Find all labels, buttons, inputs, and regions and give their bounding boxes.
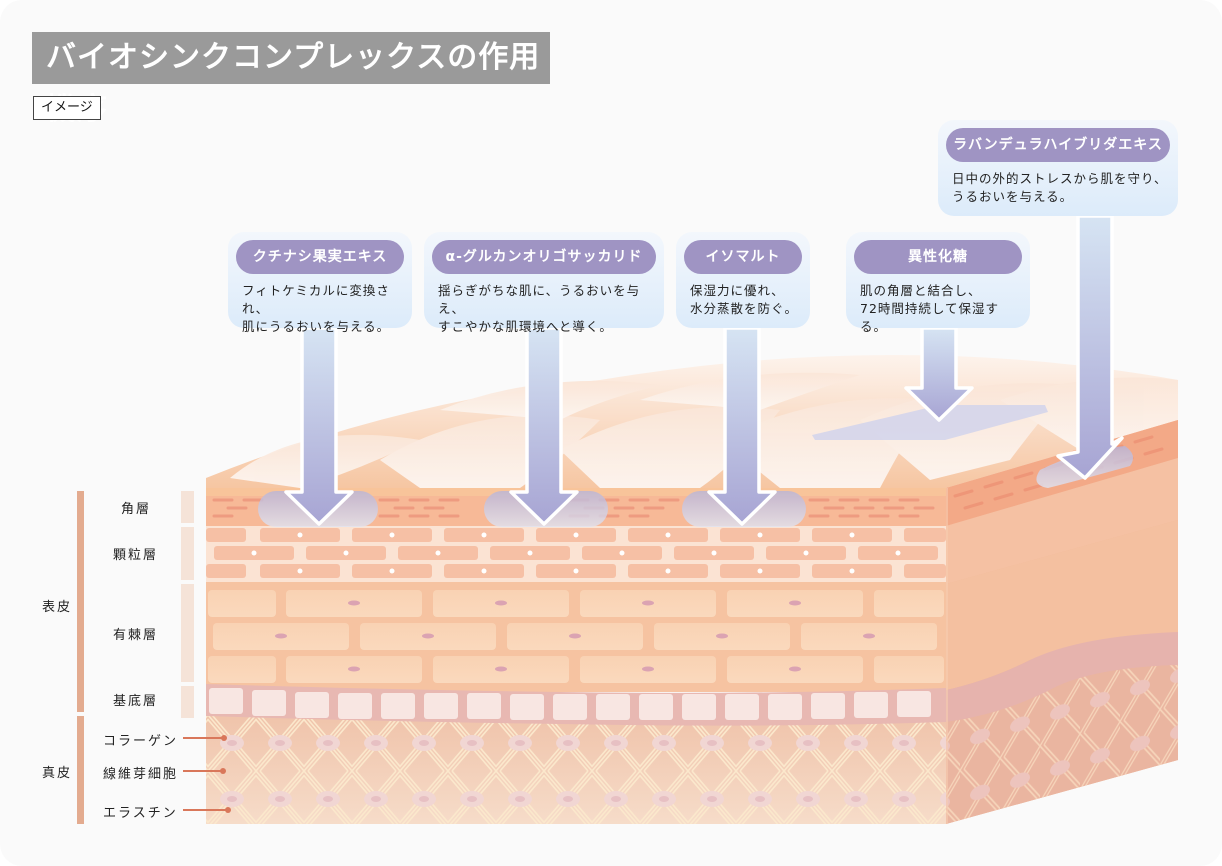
ingredient-callout: ラバンデュラハイブリダエキス 日中の外的ストレスから肌を守り、 うるおいを与える…: [938, 120, 1178, 216]
group-label-epidermis: 表皮: [42, 600, 73, 615]
ingredient-description: 日中の外的ストレスから肌を守り、 うるおいを与える。: [952, 171, 1168, 204]
dermis-mesh: [206, 712, 946, 824]
dermis-bracket: [77, 716, 84, 824]
surface-film: [812, 405, 1048, 440]
layer-label-granulosum: 顆粒層: [113, 548, 159, 563]
ingredient-callout: クチナシ果実エキス フィトケミカルに変換され、 肌にうるおいを与える。: [228, 232, 412, 334]
ingredient-description: フィトケミカルに変換され、 肌にうるおいを与える。: [242, 283, 391, 334]
epidermis-bracket: [77, 491, 84, 712]
dermis-label-elastin: エラスチン: [103, 806, 178, 821]
down-arrow-icon: [1056, 214, 1124, 480]
granular-dots: [251, 532, 901, 574]
page-title: バイオシンクコンプレックスの作用機序: [32, 32, 550, 127]
ingredient-description: 保湿力に優れ、 水分蒸散を防ぐ。: [690, 283, 799, 316]
image-badge: イメージ: [33, 96, 101, 120]
ingredient-callout: イソマルト 保湿力に優れ、 水分蒸散を防ぐ。: [676, 232, 810, 328]
layer-label-corneum: 角層: [121, 502, 152, 517]
dermis-label-fibroblast: 線維芽細胞: [103, 767, 179, 782]
layer-label-spinosum: 有棘層: [113, 628, 159, 643]
down-arrow-icon: [284, 326, 354, 526]
ingredient-name: 異性化糖: [854, 240, 1022, 274]
ingredient-name: ラバンデュラハイブリダエキス: [946, 128, 1170, 162]
spinous-nuclei: [275, 600, 875, 672]
ingredient-callout: 異性化糖 肌の角層と結合し、 72時間持続して保湿する。: [846, 232, 1030, 334]
leader-lines: [183, 737, 228, 811]
down-arrow-icon: [904, 326, 974, 422]
layer-label-basale: 基底層: [113, 694, 159, 709]
layer-markers: [181, 491, 194, 718]
down-arrow-icon: [707, 326, 777, 526]
basal-cells: [209, 688, 931, 720]
ingredient-name: α-グルカンオリゴサッカリド: [432, 240, 656, 274]
ingredient-description: 揺らぎがちな肌に、うるおいを与え、 すこやかな肌環境へと導く。: [438, 283, 641, 334]
ingredient-description: 肌の角層と結合し、 72時間持続して保湿する。: [860, 283, 1000, 334]
dermis-label-collagen: コラーゲン: [103, 734, 179, 749]
ingredient-name: クチナシ果実エキス: [236, 240, 404, 274]
ingredient-name: イソマルト: [684, 240, 802, 274]
down-arrow-icon: [509, 326, 579, 526]
ingredient-callout: α-グルカンオリゴサッカリド 揺らぎがちな肌に、うるおいを与え、 すこやかな肌環…: [424, 232, 664, 334]
group-label-dermis: 真皮: [42, 766, 73, 781]
